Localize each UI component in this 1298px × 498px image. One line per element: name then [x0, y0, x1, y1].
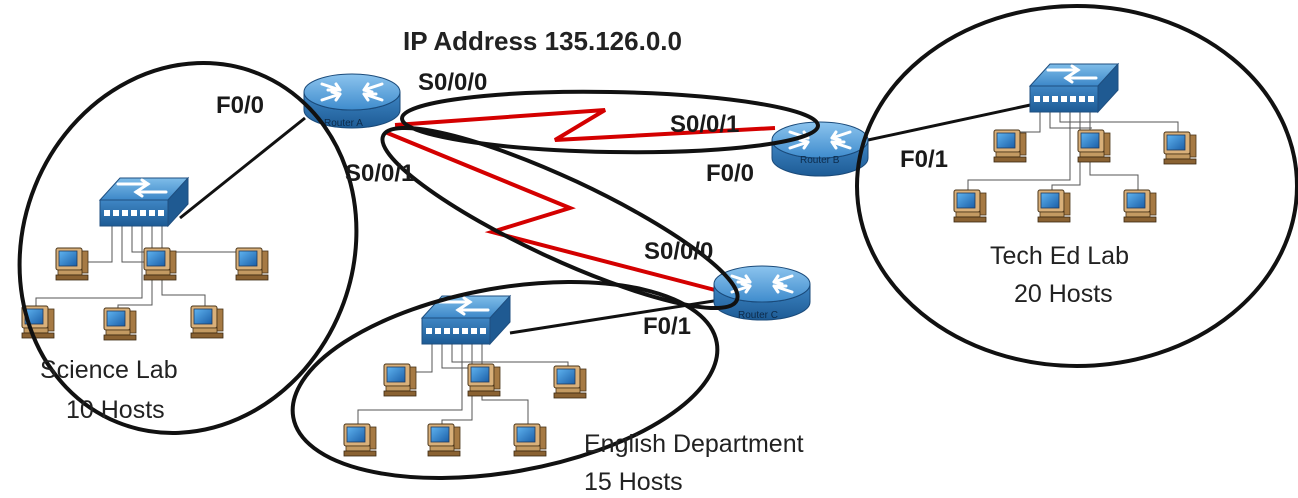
- english-dept-name: English Department: [584, 430, 804, 458]
- science-lab-hosts: 10 Hosts: [66, 396, 165, 424]
- tech-switch: [1028, 62, 1120, 114]
- ethernet-link-b-tech: [867, 102, 1036, 142]
- port-label-a-s000: S0/0/0: [418, 69, 487, 96]
- port-label-b-f00: F0/0: [706, 160, 754, 187]
- english-dept-boundary: [290, 280, 720, 480]
- router-a: Router A: [302, 72, 402, 130]
- science-hosts: [21, 247, 269, 341]
- english-dept-hosts: 15 Hosts: [584, 468, 683, 496]
- tech-lab-hosts: 20 Hosts: [1014, 280, 1113, 308]
- ethernet-link-a-science: [179, 116, 306, 220]
- science-switch: [98, 176, 190, 228]
- port-label-b-f01: F0/1: [900, 146, 948, 173]
- link-a-b-boundary: [400, 89, 820, 155]
- router-c: Router C: [712, 264, 812, 322]
- router-a-label: Router A: [324, 118, 363, 129]
- serial-link-a-b: [394, 108, 776, 142]
- tech-lab-name: Tech Ed Lab: [990, 242, 1129, 270]
- science-lab-boundary: [17, 61, 359, 435]
- port-label-c-f01: F0/1: [643, 313, 691, 340]
- science-cabling: [35, 225, 251, 312]
- port-label-b-s001: S0/0/1: [670, 111, 739, 138]
- router-b: Router B: [770, 120, 870, 178]
- serial-link-a-c: [384, 130, 716, 292]
- router-c-label: Router C: [738, 310, 778, 321]
- science-lab-name: Science Lab: [40, 356, 178, 384]
- tech-hosts: [953, 129, 1197, 223]
- router-b-label: Router B: [800, 155, 840, 166]
- port-label-a-s001: S0/0/1: [345, 160, 414, 187]
- tech-lab-boundary: [855, 4, 1298, 368]
- port-label-a-f00: F0/0: [216, 92, 264, 119]
- link-a-c-boundary: [380, 125, 740, 311]
- diagram-title: IP Address 135.126.0.0: [403, 26, 682, 56]
- port-label-c-s000: S0/0/0: [644, 238, 713, 265]
